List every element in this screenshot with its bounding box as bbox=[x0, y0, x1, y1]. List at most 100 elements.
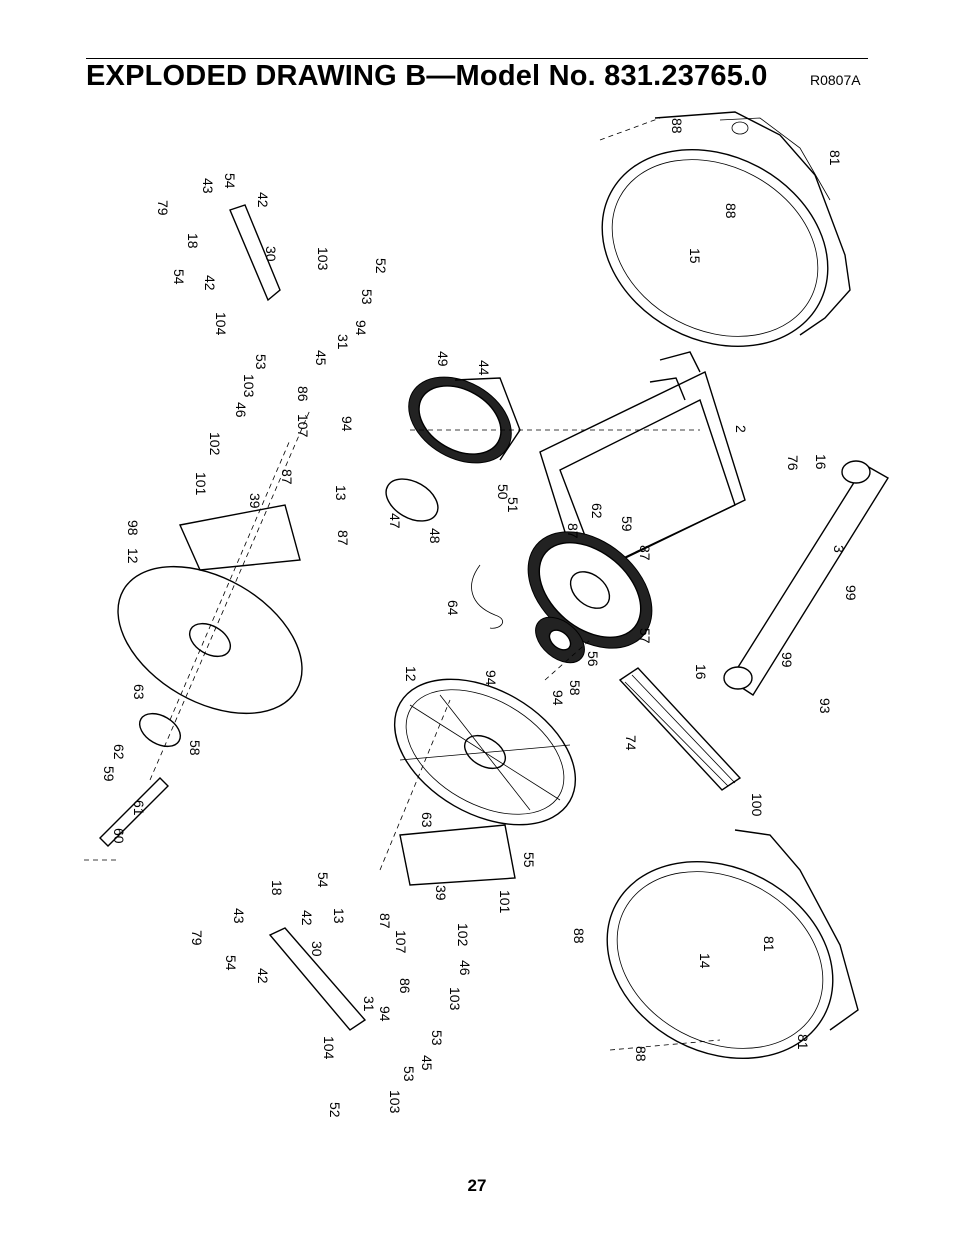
plate-55 bbox=[399, 824, 516, 886]
callout: 15 bbox=[687, 248, 703, 264]
callout: 102 bbox=[455, 923, 471, 947]
disc-12-upper bbox=[117, 565, 303, 715]
arm-30-upper bbox=[229, 204, 281, 302]
callout: 44 bbox=[476, 360, 492, 376]
wire-64 bbox=[471, 564, 504, 629]
callout: 43 bbox=[231, 908, 247, 924]
callout: 43 bbox=[200, 178, 216, 194]
callout: 53 bbox=[401, 1066, 417, 1082]
callout: 53 bbox=[429, 1030, 445, 1046]
callout: 2 bbox=[733, 425, 749, 433]
callout: 62 bbox=[111, 744, 127, 760]
callout: 88 bbox=[723, 203, 739, 219]
callout: 45 bbox=[313, 350, 329, 366]
callout: 94 bbox=[353, 320, 369, 336]
callout: 14 bbox=[697, 953, 713, 969]
shroud-15 bbox=[601, 111, 851, 348]
callout: 99 bbox=[779, 652, 795, 668]
disc-12-lower bbox=[393, 678, 577, 826]
callout: 42 bbox=[299, 910, 315, 926]
callout: 39 bbox=[433, 885, 449, 901]
callout: 107 bbox=[393, 930, 409, 954]
callout: 61 bbox=[131, 800, 147, 816]
page-number: 27 bbox=[467, 1176, 487, 1195]
callout: 46 bbox=[457, 960, 473, 976]
callout: 57 bbox=[637, 628, 653, 644]
callout: 52 bbox=[373, 258, 389, 274]
pulley-56 bbox=[535, 616, 585, 664]
callout: 101 bbox=[497, 890, 513, 914]
callout: 94 bbox=[550, 690, 566, 706]
callout: 81 bbox=[827, 150, 843, 166]
callout: 88 bbox=[633, 1046, 649, 1062]
callout: 3 bbox=[831, 545, 847, 553]
callout: 48 bbox=[427, 528, 443, 544]
callout: 58 bbox=[567, 680, 583, 696]
callout: 63 bbox=[131, 684, 147, 700]
callout: 79 bbox=[155, 200, 171, 216]
callout: 100 bbox=[749, 793, 765, 817]
callout: 54 bbox=[315, 872, 331, 888]
callout: 88 bbox=[669, 118, 685, 134]
callout: 94 bbox=[377, 1006, 393, 1022]
callout: 18 bbox=[185, 233, 201, 249]
callout: 39 bbox=[247, 493, 263, 509]
callout: 87 bbox=[335, 530, 351, 546]
axle-61 bbox=[99, 777, 169, 847]
callout: 55 bbox=[521, 852, 537, 868]
callout: 18 bbox=[269, 880, 285, 896]
callout: 53 bbox=[359, 289, 375, 305]
callout: 87 bbox=[637, 545, 653, 561]
plate-98 bbox=[179, 504, 301, 571]
callout: 30 bbox=[309, 941, 325, 957]
callout: 47 bbox=[387, 513, 403, 529]
callout: 42 bbox=[255, 968, 271, 984]
callout: 51 bbox=[505, 497, 521, 513]
callout: 31 bbox=[361, 996, 377, 1012]
callout: 42 bbox=[255, 192, 271, 208]
callout: 12 bbox=[403, 666, 419, 682]
hub-58 bbox=[139, 712, 181, 748]
callout: 103 bbox=[315, 247, 331, 271]
callout: 52 bbox=[327, 1102, 343, 1118]
callout: 64 bbox=[445, 600, 461, 616]
callout: 13 bbox=[333, 485, 349, 501]
callout: 99 bbox=[843, 585, 859, 601]
assembly-lines bbox=[84, 117, 721, 1051]
callout: 63 bbox=[419, 812, 435, 828]
callout: 103 bbox=[241, 374, 257, 398]
callout: 81 bbox=[761, 936, 777, 952]
callouts: 88 81 88 15 79 43 54 42 18 30 54 42 103 … bbox=[101, 118, 859, 1118]
bracket-47 bbox=[385, 478, 439, 522]
brake-49 bbox=[408, 376, 521, 464]
callout: 93 bbox=[817, 698, 833, 714]
callout: 74 bbox=[623, 735, 639, 751]
callout: 103 bbox=[447, 987, 463, 1011]
belt-74 bbox=[618, 667, 742, 791]
callout: 16 bbox=[693, 664, 709, 680]
callout: 49 bbox=[435, 351, 451, 367]
callout: 104 bbox=[213, 312, 229, 336]
callout: 62 bbox=[589, 503, 605, 519]
page-title: EXPLODED DRAWING B—Model No. 831.23765.0 bbox=[86, 60, 768, 92]
callout: 94 bbox=[483, 670, 499, 686]
callout: 107 bbox=[295, 414, 311, 438]
callout: 30 bbox=[263, 246, 279, 262]
callout: 58 bbox=[187, 740, 203, 756]
callout: 86 bbox=[397, 978, 413, 994]
callout: 45 bbox=[419, 1055, 435, 1071]
header-rule bbox=[86, 58, 868, 59]
callout: 81 bbox=[795, 1034, 811, 1050]
callout: 50 bbox=[495, 484, 511, 500]
callout: 54 bbox=[171, 269, 187, 285]
callout: 103 bbox=[387, 1090, 403, 1114]
arm-30-lower bbox=[268, 927, 367, 1031]
callout: 79 bbox=[189, 930, 205, 946]
drawing-code: R0807A bbox=[810, 72, 861, 88]
callout: 59 bbox=[619, 516, 635, 532]
callout: 102 bbox=[207, 432, 223, 456]
callout: 13 bbox=[331, 908, 347, 924]
callout: 86 bbox=[295, 386, 311, 402]
callout: 87 bbox=[377, 913, 393, 929]
callout: 59 bbox=[101, 766, 117, 782]
